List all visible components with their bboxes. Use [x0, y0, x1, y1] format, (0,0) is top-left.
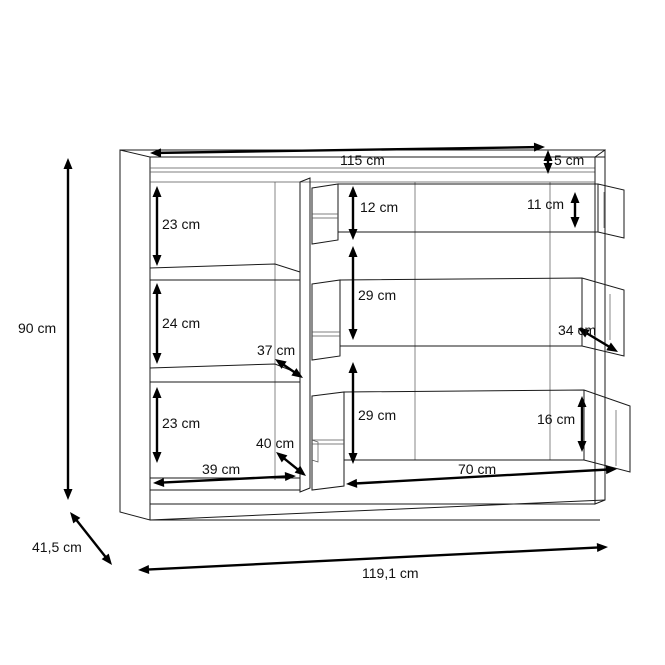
shelf-depth-label: 37 cm [257, 342, 295, 358]
plinth [149, 490, 606, 521]
drawer-bottom-inner-label: 16 cm [537, 411, 575, 427]
left-side-panel [119, 149, 151, 521]
drawer-top-inner-label: 11 cm [527, 196, 564, 212]
overall-depth-label: 41,5 cm [32, 539, 82, 555]
top-gap-arrow [543, 150, 553, 174]
right-side-panel [594, 149, 606, 505]
overall-height-label: 90 cm [18, 320, 56, 336]
drawer-middle-depth-label: 34 cm [558, 322, 596, 338]
drawer-middle-front-label: 29 cm [358, 287, 396, 303]
shelf-width-arrow [153, 472, 296, 487]
dimension-arrows [63, 142, 618, 574]
overall-depth-arrow [70, 512, 112, 565]
drawer-middle-front-arrow [348, 246, 358, 340]
overall-width-label: 119,1 cm [362, 565, 419, 581]
dimension-labels: 90 cm 41,5 cm 119,1 cm 115 cm 5 cm 23 cm… [18, 152, 596, 581]
drawer-bottom-inner-arrow [577, 396, 587, 452]
shelf-top-height-arrow [152, 186, 162, 266]
shelf-middle-height-arrow [152, 283, 162, 364]
shelf-depth-arrow [275, 359, 303, 378]
top-board-inner [150, 167, 595, 173]
shelf-1 [149, 263, 301, 281]
shelf-middle-height-label: 24 cm [162, 315, 200, 331]
middle-drawer [311, 277, 625, 361]
drawer-middle-depth-arrow [578, 328, 618, 352]
shelf-bottom-height-arrow [152, 387, 162, 463]
inner-width-label: 115 cm [340, 152, 385, 168]
bottom-depth-arrow [276, 452, 306, 476]
drawer-bottom-front-label: 29 cm [358, 407, 396, 423]
back-panel [150, 181, 595, 490]
dresser-drawing [119, 149, 631, 521]
drawer-width-arrow [346, 465, 617, 488]
shelf-top-height-label: 23 cm [162, 216, 200, 232]
overall-height-arrow [63, 158, 73, 500]
inner-width-arrow [150, 142, 545, 158]
drawer-top-front-label: 12 cm [360, 199, 398, 215]
bottom-depth-label: 40 cm [256, 435, 294, 451]
shelf-width-label: 39 cm [202, 461, 240, 477]
drawer-top-front-arrow [348, 186, 358, 240]
center-divider [299, 177, 311, 493]
drawer-bay-back [414, 182, 551, 460]
shelf-bottom-height-label: 23 cm [162, 415, 200, 431]
shelf-2 [149, 363, 301, 383]
drawer-top-inner-arrow [570, 192, 580, 228]
bottom-drawer [311, 389, 631, 491]
top-gap-label: 5 cm [554, 152, 584, 168]
drawer-width-label: 70 cm [458, 461, 496, 477]
overall-width-arrow [138, 543, 608, 574]
drawer-bottom-front-arrow [348, 362, 358, 464]
top-drawer [311, 183, 625, 245]
